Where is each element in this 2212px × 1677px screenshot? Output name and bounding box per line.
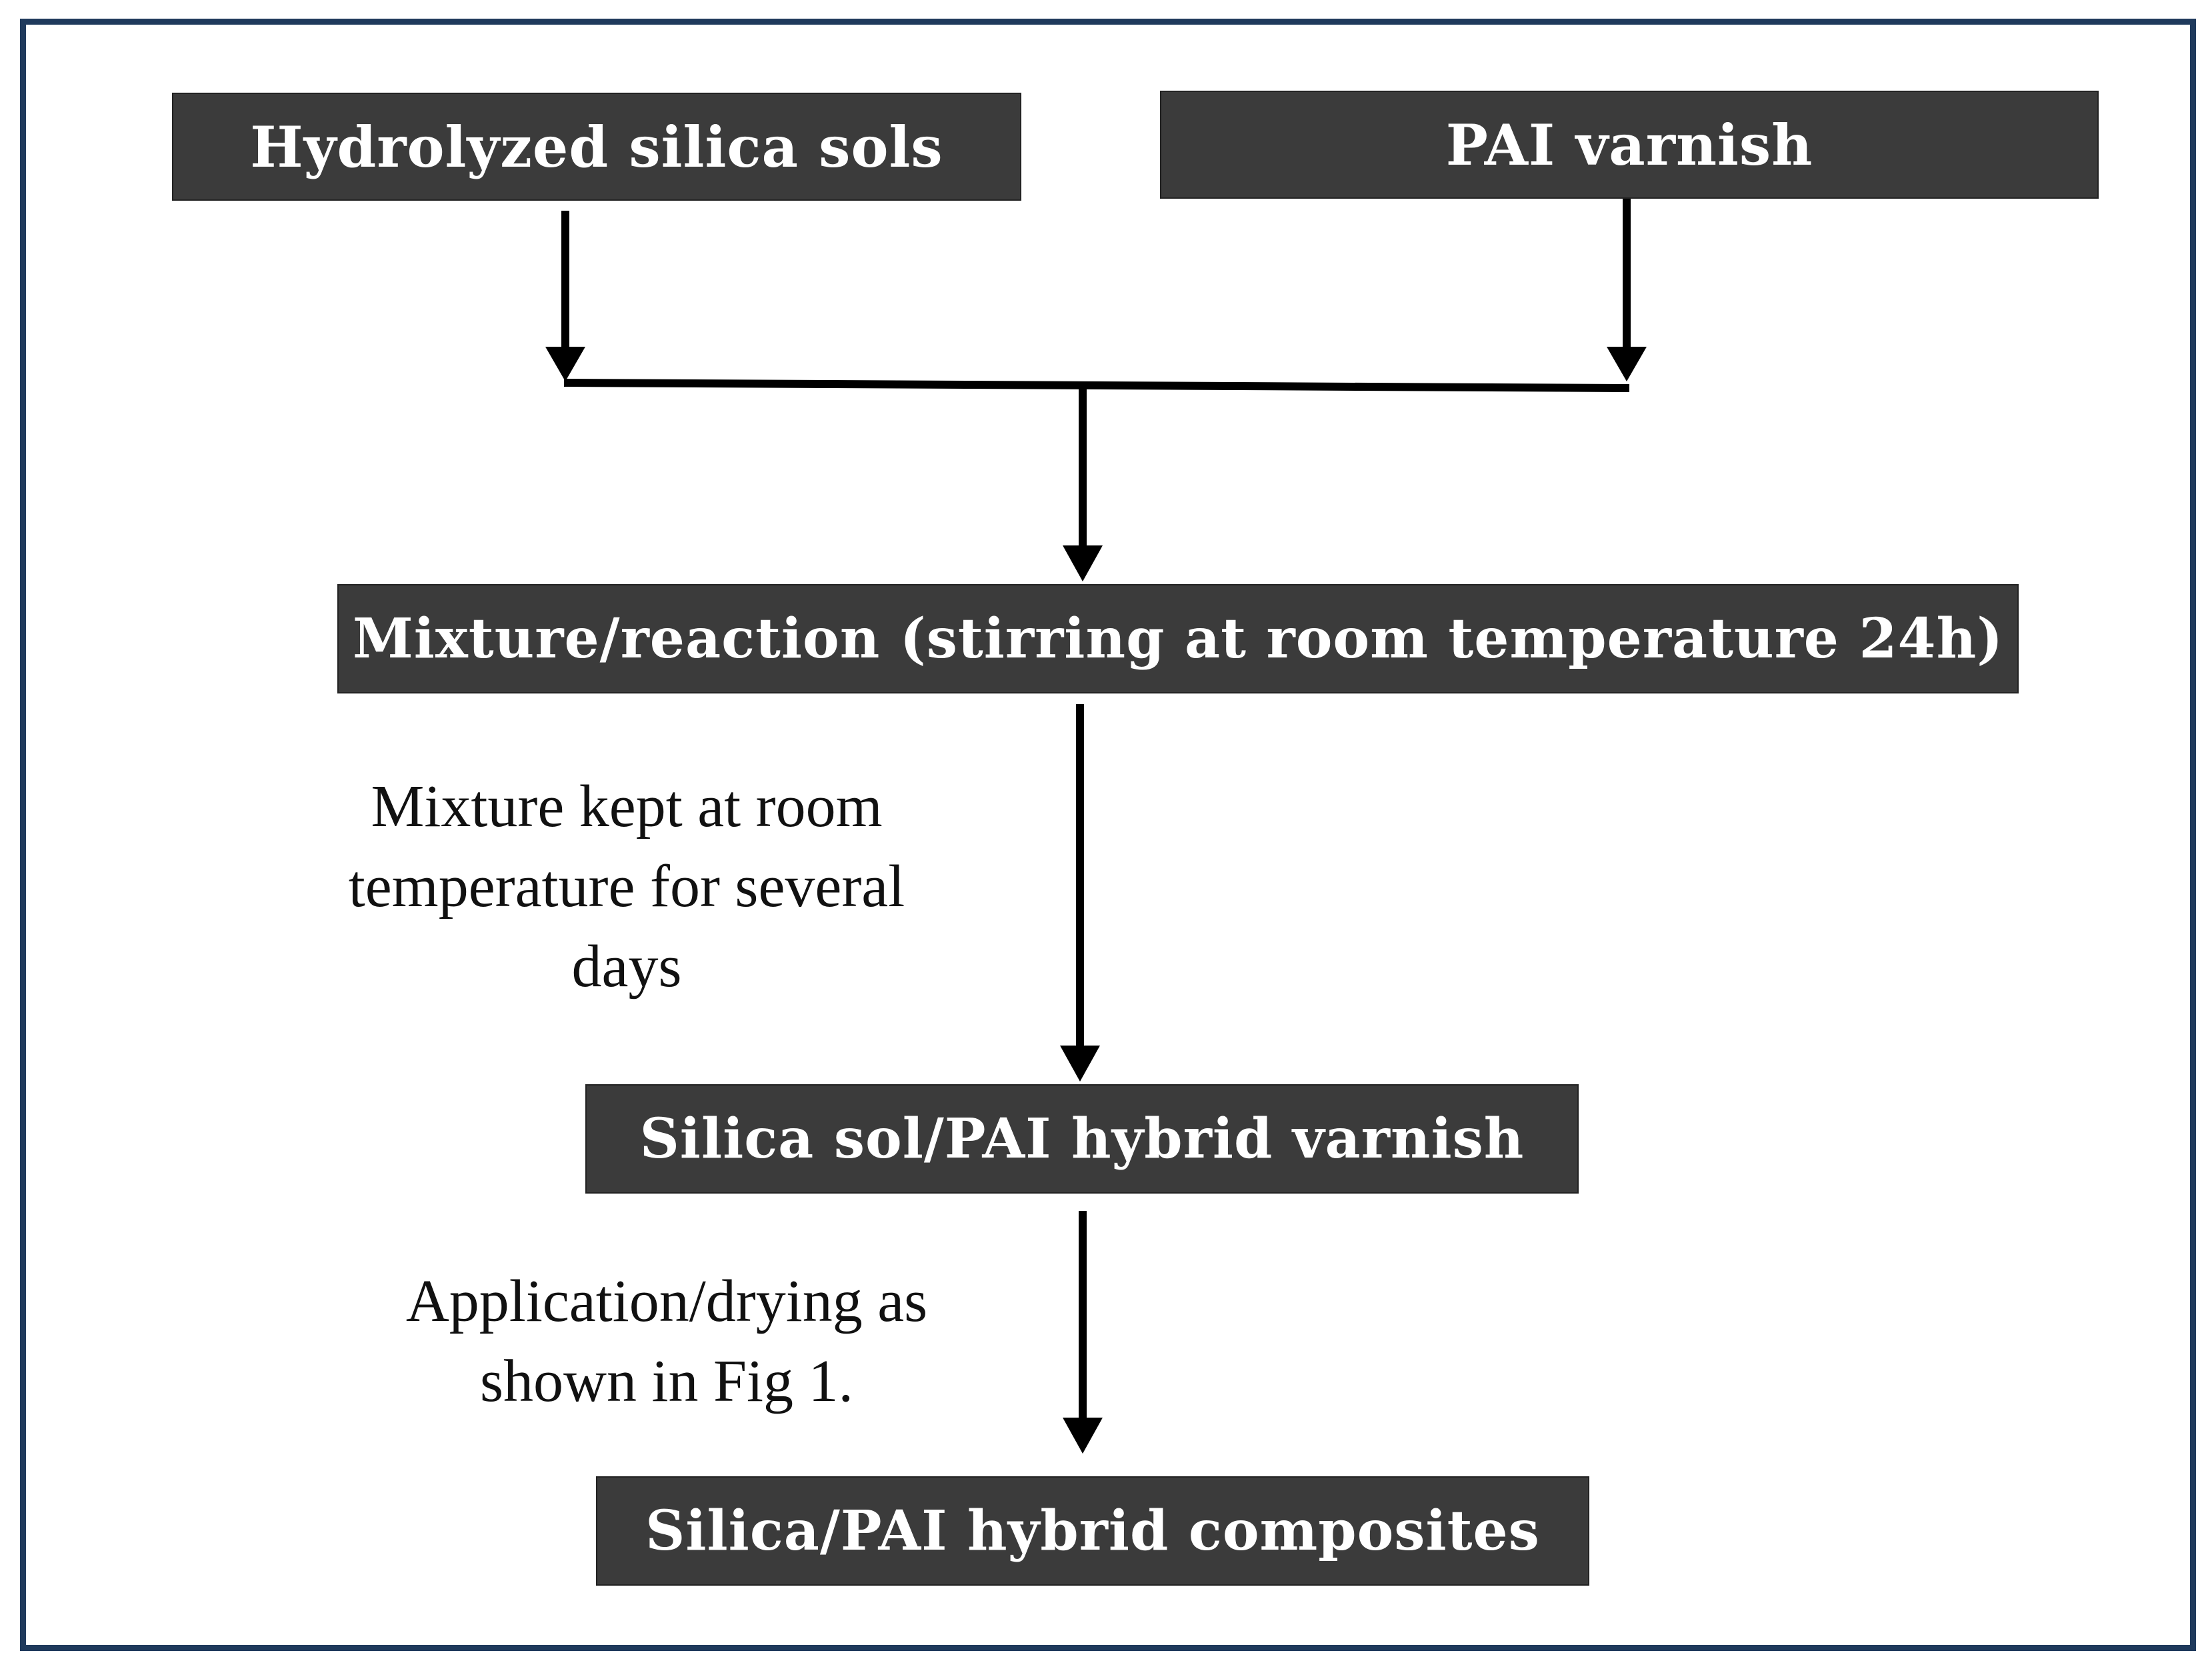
note-kept-line-3: days (571, 934, 682, 1000)
arrowhead-hydrolyzed (545, 347, 585, 381)
step-hydrolyzed-silica-sols: Hydrolyzed silica sols (172, 93, 1021, 201)
note-apply-line-2: shown in Fig 1. (479, 1348, 854, 1414)
arrowhead-pai (1607, 347, 1647, 381)
arrowhead-composites (1063, 1418, 1103, 1454)
note-room-temperature-aging: Mixture kept at room temperature for sev… (227, 767, 1027, 1007)
arrowhead-mixture (1063, 545, 1103, 581)
note-kept-line-1: Mixture kept at room (371, 773, 883, 840)
note-kept-line-2: temperature for several (348, 854, 905, 920)
note-apply-line-1: Application/drying as (405, 1268, 928, 1334)
step-mixture-reaction: Mixture/reaction (stirring at room tempe… (337, 584, 2019, 693)
diagram-frame (20, 19, 2196, 1651)
arrowhead-varnish (1060, 1046, 1100, 1082)
note-application-drying: Application/drying as shown in Fig 1. (267, 1262, 1067, 1422)
step-hybrid-varnish: Silica sol/PAI hybrid varnish (585, 1084, 1579, 1194)
step-pai-varnish: PAI varnish (1160, 91, 2099, 199)
junction-line (563, 379, 1630, 392)
step-hybrid-composites: Silica/PAI hybrid composites (596, 1476, 1589, 1586)
